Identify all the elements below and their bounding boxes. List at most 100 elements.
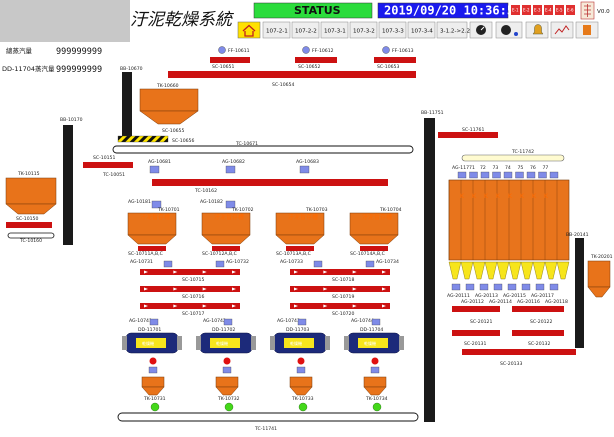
discharge-valve[interactable]	[222, 366, 232, 374]
ag10744-valve[interactable]	[371, 318, 381, 326]
sc20121-conveyor[interactable]	[452, 306, 500, 312]
dd11703-dryer[interactable]: 乾燥機	[270, 332, 330, 354]
sc10720-conveyor[interactable]	[290, 303, 390, 309]
ag10734-valve[interactable]	[365, 260, 375, 268]
ag20113-valve[interactable]	[479, 283, 489, 291]
dd11701-dryer[interactable]: 乾燥機	[122, 332, 182, 354]
sc10713-conveyor[interactable]	[286, 246, 314, 251]
rotary-valve-icon[interactable]	[150, 402, 160, 412]
sc10150-conveyor[interactable]	[6, 222, 52, 228]
sc10653-conveyor[interactable]	[374, 57, 416, 63]
tk10660-tank[interactable]: TK-10660	[139, 83, 199, 125]
sc10656-conveyor[interactable]	[117, 135, 169, 143]
sc20131-conveyor[interactable]	[452, 330, 500, 336]
ag10742-valve[interactable]	[223, 318, 233, 326]
status-bar[interactable]	[253, 2, 373, 19]
discharge-valve[interactable]	[148, 366, 158, 374]
tc10671-belt[interactable]	[112, 145, 414, 154]
tk10734-tank[interactable]	[363, 376, 387, 396]
ff10611-motor[interactable]	[218, 46, 226, 54]
sc10654-conveyor[interactable]	[168, 71, 416, 78]
discharge-valve[interactable]	[370, 366, 380, 374]
alarm-indicator-6[interactable]	[566, 5, 575, 15]
tab-107-3-1[interactable]	[320, 21, 349, 39]
sc10652-conveyor[interactable]	[295, 57, 337, 63]
home-button[interactable]	[237, 21, 261, 39]
silo-feed-valve[interactable]	[549, 171, 559, 179]
ag20111-valve[interactable]	[451, 283, 461, 291]
ag10731-valve[interactable]	[163, 260, 173, 268]
silo-feed-valve[interactable]	[457, 171, 467, 179]
ag10732-valve[interactable]	[215, 260, 225, 268]
sc10151-conveyor[interactable]	[83, 162, 133, 168]
tab-107-3-3[interactable]	[378, 21, 407, 39]
bb20141-elevator[interactable]	[575, 238, 584, 348]
sc11761-conveyor[interactable]	[438, 132, 498, 138]
sc10716-conveyor[interactable]	[140, 286, 240, 292]
ag10741-valve[interactable]	[149, 318, 159, 326]
sc10711-conveyor[interactable]	[138, 246, 166, 251]
rotary-valve-icon[interactable]	[372, 402, 382, 412]
ag20112-valve[interactable]	[465, 283, 475, 291]
alarm-indicator-2[interactable]	[522, 5, 531, 15]
sc10715-conveyor[interactable]	[140, 269, 240, 275]
sc10651-conveyor[interactable]	[210, 57, 250, 63]
tab-107-3-4[interactable]	[407, 21, 436, 39]
ag20115-valve[interactable]	[507, 283, 517, 291]
ag10743-valve[interactable]	[297, 318, 307, 326]
tc10162-conveyor[interactable]	[152, 179, 388, 186]
sc10714-conveyor[interactable]	[360, 246, 388, 251]
tk10115-tank[interactable]: TK-10115	[5, 171, 57, 215]
ag10681-valve[interactable]	[149, 165, 160, 174]
ag20114-valve[interactable]	[493, 283, 503, 291]
trend-button[interactable]	[550, 21, 574, 39]
silo-feed-valve[interactable]	[469, 171, 478, 179]
silo-feed-valve[interactable]	[503, 171, 513, 179]
tab-107-3-2[interactable]	[349, 21, 378, 39]
ff10612-motor[interactable]	[302, 46, 310, 54]
alarm-indicator-5[interactable]	[555, 5, 564, 15]
silo-feed-valve[interactable]	[538, 171, 547, 179]
alarm-indicator-3[interactable]	[533, 5, 542, 15]
bb10670-elevator[interactable]	[122, 72, 132, 137]
ag20116-valve[interactable]	[521, 283, 531, 291]
tab-107-2-2[interactable]	[291, 21, 320, 39]
ag10733-valve[interactable]	[313, 260, 323, 268]
tk10733-tank[interactable]	[289, 376, 313, 396]
ag10182-valve[interactable]	[225, 200, 236, 209]
sc10719-conveyor[interactable]	[290, 286, 390, 292]
rotary-valve-icon[interactable]	[298, 402, 308, 412]
alarm-indicator-1[interactable]	[511, 5, 520, 15]
alarm-indicator-4[interactable]	[544, 5, 553, 15]
silo-feed-valve[interactable]	[515, 171, 524, 179]
bb11751-elevator[interactable]	[424, 118, 435, 422]
rotary-valve-icon[interactable]	[224, 402, 234, 412]
discharge-valve[interactable]	[296, 366, 306, 374]
tk10732-tank[interactable]	[215, 376, 239, 396]
tc10160-belt[interactable]	[7, 232, 55, 239]
ff10613-motor[interactable]	[382, 46, 390, 54]
silo-feed-valve[interactable]	[492, 171, 501, 179]
sc10712-conveyor[interactable]	[212, 246, 240, 251]
dd11704-dryer[interactable]: 乾燥機	[344, 332, 404, 354]
silo-feed-valve[interactable]	[526, 171, 536, 179]
tk20201-tank[interactable]	[587, 260, 611, 298]
ag20117-valve[interactable]	[535, 283, 545, 291]
ag10682-valve[interactable]	[225, 165, 236, 174]
ag10181-valve[interactable]	[151, 200, 162, 209]
sc20122-conveyor[interactable]	[512, 306, 564, 312]
tk10731-tank[interactable]	[141, 376, 165, 396]
tc11741-belt[interactable]	[117, 412, 419, 422]
silo-feed-valve[interactable]	[480, 171, 490, 179]
sc20132-conveyor[interactable]	[512, 330, 564, 336]
tab-3-1.2->2.2[interactable]	[436, 21, 468, 39]
tc11742-belt[interactable]	[461, 154, 565, 162]
tab-107-2-1[interactable]	[262, 21, 291, 39]
sc10718-conveyor[interactable]	[290, 269, 390, 275]
ag10683-valve[interactable]	[299, 165, 310, 174]
dd11702-dryer[interactable]: 乾燥機	[196, 332, 256, 354]
bb10170-elevator[interactable]	[63, 125, 73, 245]
